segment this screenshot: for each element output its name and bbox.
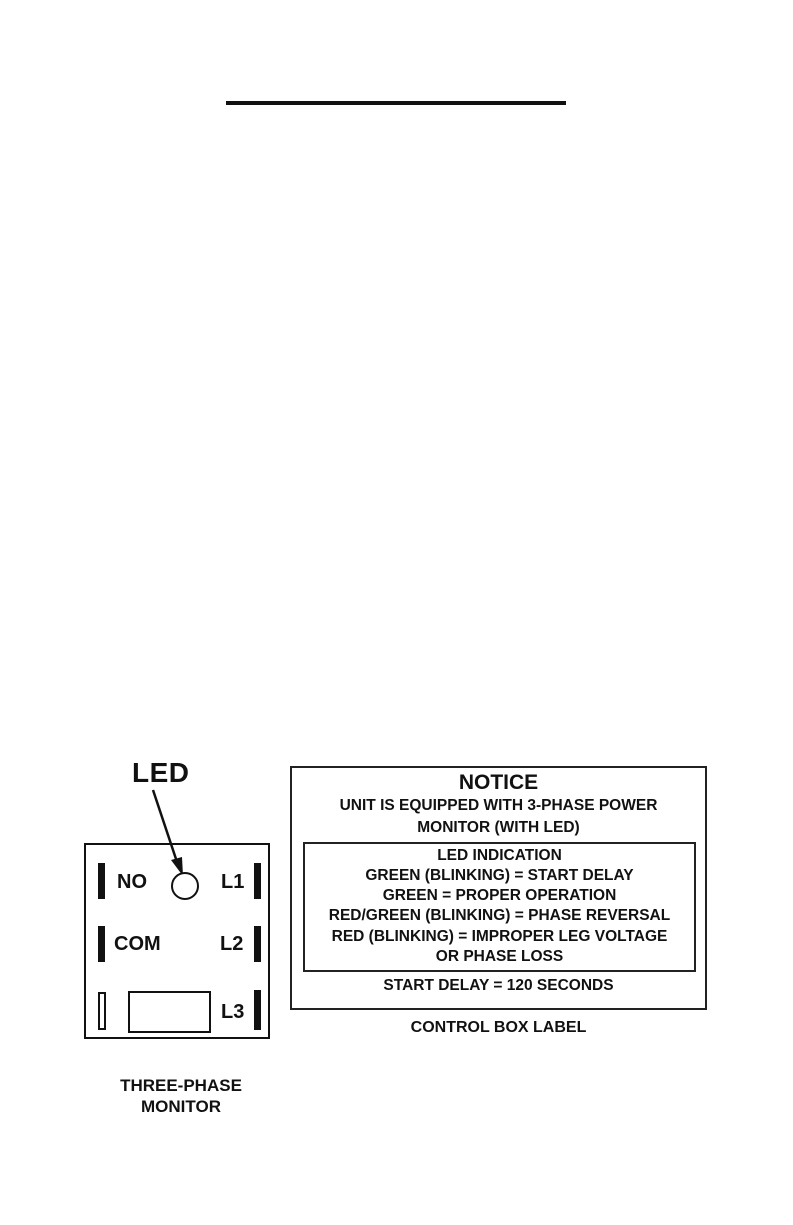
control-box-label-caption: CONTROL BOX LABEL <box>410 1019 587 1036</box>
start-delay-text: START DELAY = 120 SECONDS <box>383 977 614 994</box>
terminal-l3 <box>254 990 261 1030</box>
led-indication-item: RED (BLINKING) = IMPROPER LEG VOLTAGE <box>331 928 668 945</box>
terminal-label-l2: L2 <box>220 933 244 955</box>
terminal-label-l1: L1 <box>221 871 245 893</box>
led-indication-item: RED/GREEN (BLINKING) = PHASE REVERSAL <box>328 907 671 924</box>
led-indication-box <box>303 842 696 972</box>
led-callout-label: LED <box>132 757 190 788</box>
led-indication-item: GREEN = PROPER OPERATION <box>382 887 617 904</box>
led-indication-item: GREEN (BLINKING) = START DELAY <box>365 867 634 884</box>
terminal-no <box>98 863 105 899</box>
terminal-label-no: NO <box>117 871 147 893</box>
led-indication-heading: LED INDICATION <box>437 847 562 864</box>
control-box-label-frame <box>290 766 707 1010</box>
monitor-caption-line2: MONITOR <box>141 1097 221 1116</box>
monitor-caption-line1: THREE-PHASE <box>120 1076 242 1095</box>
notice-title: NOTICE <box>458 771 539 794</box>
monitor-slot <box>128 991 211 1033</box>
terminal-label-com: COM <box>114 933 161 955</box>
led-indicator-icon <box>171 872 199 900</box>
terminal-l1 <box>254 863 261 899</box>
terminal-com <box>98 926 105 962</box>
notice-line-2: MONITOR (WITH LED) <box>417 819 580 836</box>
terminal-l2 <box>254 926 261 962</box>
monitor-caption: THREE-PHASE MONITOR <box>96 1075 266 1117</box>
terminal-label-l3: L3 <box>221 1001 245 1023</box>
led-indication-item: OR PHASE LOSS <box>435 948 564 965</box>
header-rule <box>226 101 566 105</box>
notice-line-1: UNIT IS EQUIPPED WITH 3-PHASE POWER <box>339 797 658 814</box>
terminal-hollow <box>98 992 106 1030</box>
three-phase-monitor-body <box>84 843 270 1039</box>
